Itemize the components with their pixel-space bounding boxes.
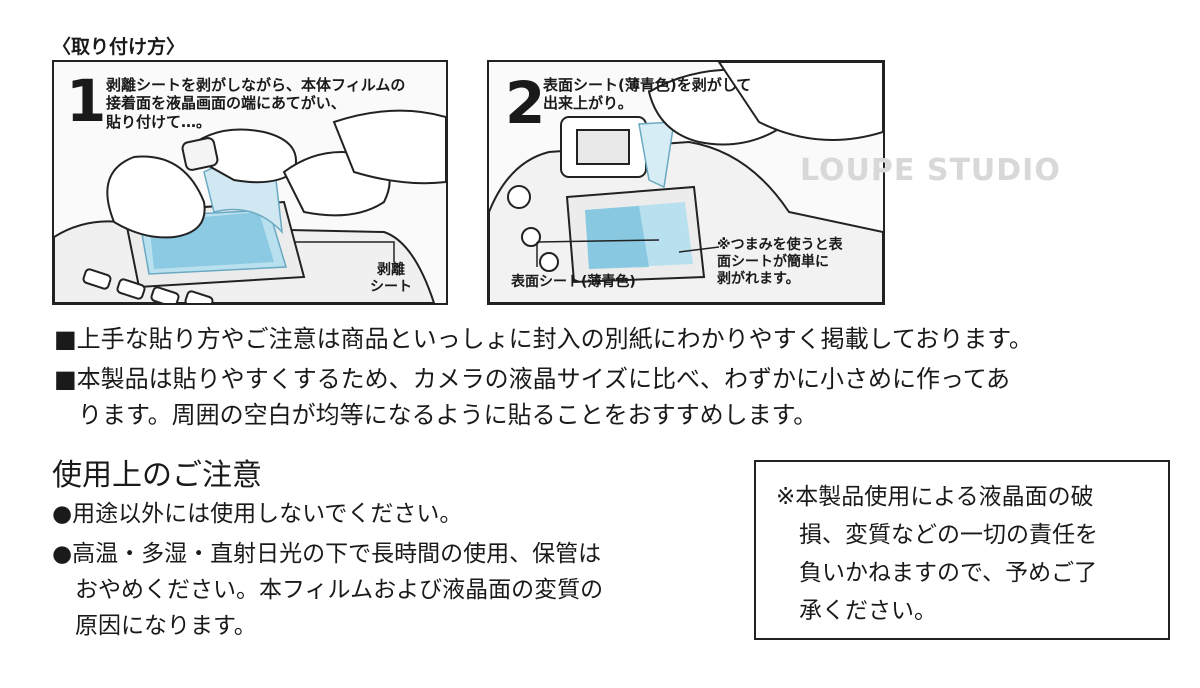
notice-line-1: ※本製品使用による液晶面の破 <box>776 484 1094 510</box>
step-2-instruction: 表面シート(薄青色)を剥がして 出来上がり。 <box>543 76 751 113</box>
illustration-panel-1: 1 剥離シートを剥がしながら、本体フィルムの 接着面を液晶画面の端にあてがい、 … <box>52 60 448 305</box>
tab-tip-line-1: ※つまみを使うと表 <box>717 237 843 253</box>
caution-item-2-cont-1: おやめください。本フィルムおよび液晶面の変質の <box>52 577 604 603</box>
bullet-note-2: ■本製品は貼りやすくするため、カメラの液晶サイズに比べ、わずかに小さめに作ってあ <box>54 365 1011 393</box>
panel-1-illustration <box>54 109 446 303</box>
panel-2-illustration <box>489 62 883 303</box>
caution-heading: 使用上のご注意 <box>52 458 262 493</box>
caution-item-2-cont-2: 原因になります。 <box>52 613 257 639</box>
step-2-line-1: 表面シート(薄青色)を剥がして <box>543 76 752 94</box>
caution-item-1: ●用途以外には使用しないでください。 <box>52 501 463 527</box>
section-title: 〈取り付け方〉 <box>52 36 186 58</box>
release-sheet-label: 剥離 シート <box>370 262 412 296</box>
notice-line-4: 承ください。 <box>776 598 937 624</box>
step-number-1: 1 <box>66 67 107 135</box>
bullet-note-2-cont: ります。周囲の空白が均等になるように貼ることをおすすめします。 <box>54 401 818 429</box>
tab-tip-line-2: 面シートが簡単に <box>717 253 829 270</box>
release-sheet-label-line-2: シート <box>370 278 412 295</box>
illustration-panel-2: 2 表面シート(薄青色)を剥がして 出来上がり。 表面シート(薄青色) ※つまみ… <box>487 60 885 305</box>
liability-notice-box: ※本製品使用による液晶面の破 損、変質などの一切の責任を 負いかねますので、予め… <box>754 460 1170 640</box>
surface-sheet-label: 表面シート(薄青色) <box>511 274 636 290</box>
step-1-line-3: 貼り付けて…。 <box>106 112 212 131</box>
watermark: LOUPE STUDIO <box>800 153 1061 188</box>
tab-tip-line-3: 剥がれます。 <box>717 270 800 287</box>
step-1-line-1: 剥離シートを剥がしながら、本体フィルムの <box>106 76 406 94</box>
tab-tip-note: ※つまみを使うと表 面シートが簡単に 剥がれます。 <box>717 237 843 287</box>
step-1-line-2: 接着面を液晶画面の端にあてがい、 <box>106 94 346 113</box>
release-sheet-label-line-1: 剥離 <box>377 262 405 278</box>
step-number-2: 2 <box>505 69 546 137</box>
step-1-instruction: 剥離シートを剥がしながら、本体フィルムの 接着面を液晶画面の端にあてがい、 貼り… <box>106 76 405 131</box>
step-2-line-2: 出来上がり。 <box>543 94 633 113</box>
notice-line-3: 負いかねますので、予めご了 <box>776 560 1098 586</box>
bullet-note-1: ■上手な貼り方やご注意は商品といっしょに封入の別紙にわかりやすく掲載しております… <box>54 325 1033 353</box>
caution-item-2: ●高温・多湿・直射日光の下で長時間の使用、保管は <box>52 541 602 567</box>
notice-line-2: 損、変質などの一切の責任を <box>776 522 1098 548</box>
